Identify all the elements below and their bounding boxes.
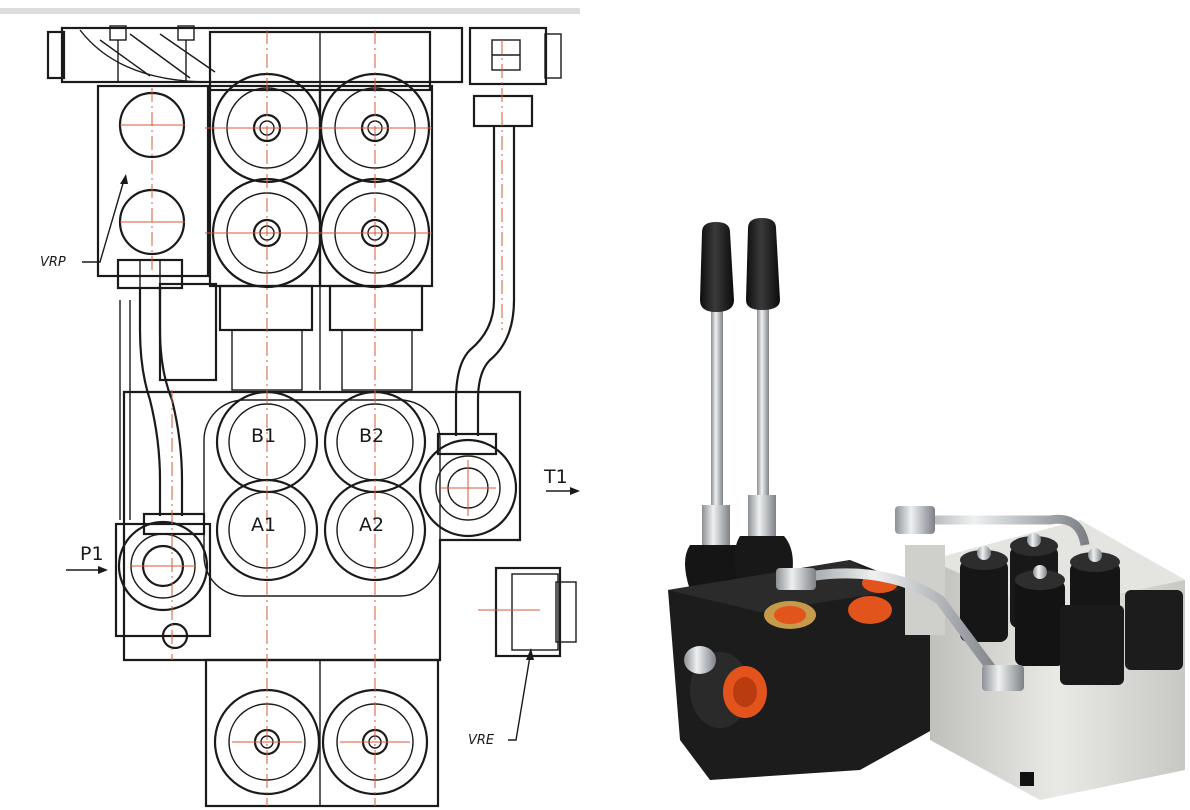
label-vrp: VRP bbox=[40, 255, 66, 270]
technical-drawing: B1 B2 A1 A2 P1 T1 VRP VRE bbox=[0, 8, 580, 808]
aluminum-block bbox=[905, 520, 1185, 800]
lever-2 bbox=[746, 218, 780, 539]
p1-arrow bbox=[98, 566, 108, 574]
annotation-arrows bbox=[66, 174, 580, 741]
black-valve-body bbox=[668, 560, 950, 780]
lever-boot-2 bbox=[734, 536, 793, 585]
center-lines bbox=[120, 30, 540, 806]
label-t1: T1 bbox=[543, 466, 568, 488]
vrp-leader bbox=[82, 179, 125, 263]
label-a1: A1 bbox=[251, 514, 276, 536]
top-manifold bbox=[46, 25, 562, 86]
pressure-pipe bbox=[119, 282, 218, 536]
steel-pipes bbox=[776, 506, 1090, 691]
lower-solenoid-stack bbox=[204, 658, 440, 808]
relief-valve-body bbox=[96, 84, 210, 290]
lever-1 bbox=[700, 222, 734, 545]
label-a2: A2 bbox=[359, 514, 384, 536]
label-b2: B2 bbox=[359, 425, 384, 447]
tank-pipe bbox=[436, 94, 534, 456]
solenoid-stack bbox=[208, 30, 434, 391]
vre-leader bbox=[508, 655, 531, 741]
main-valve-body bbox=[114, 390, 577, 662]
drawing-top-edge bbox=[0, 8, 580, 14]
t1-arrow bbox=[570, 487, 580, 495]
solenoid-coils bbox=[960, 533, 1183, 685]
lever-boot-1 bbox=[685, 545, 745, 590]
label-p1: P1 bbox=[80, 543, 104, 565]
label-b1: B1 bbox=[251, 425, 276, 447]
label-vre: VRE bbox=[468, 733, 495, 748]
